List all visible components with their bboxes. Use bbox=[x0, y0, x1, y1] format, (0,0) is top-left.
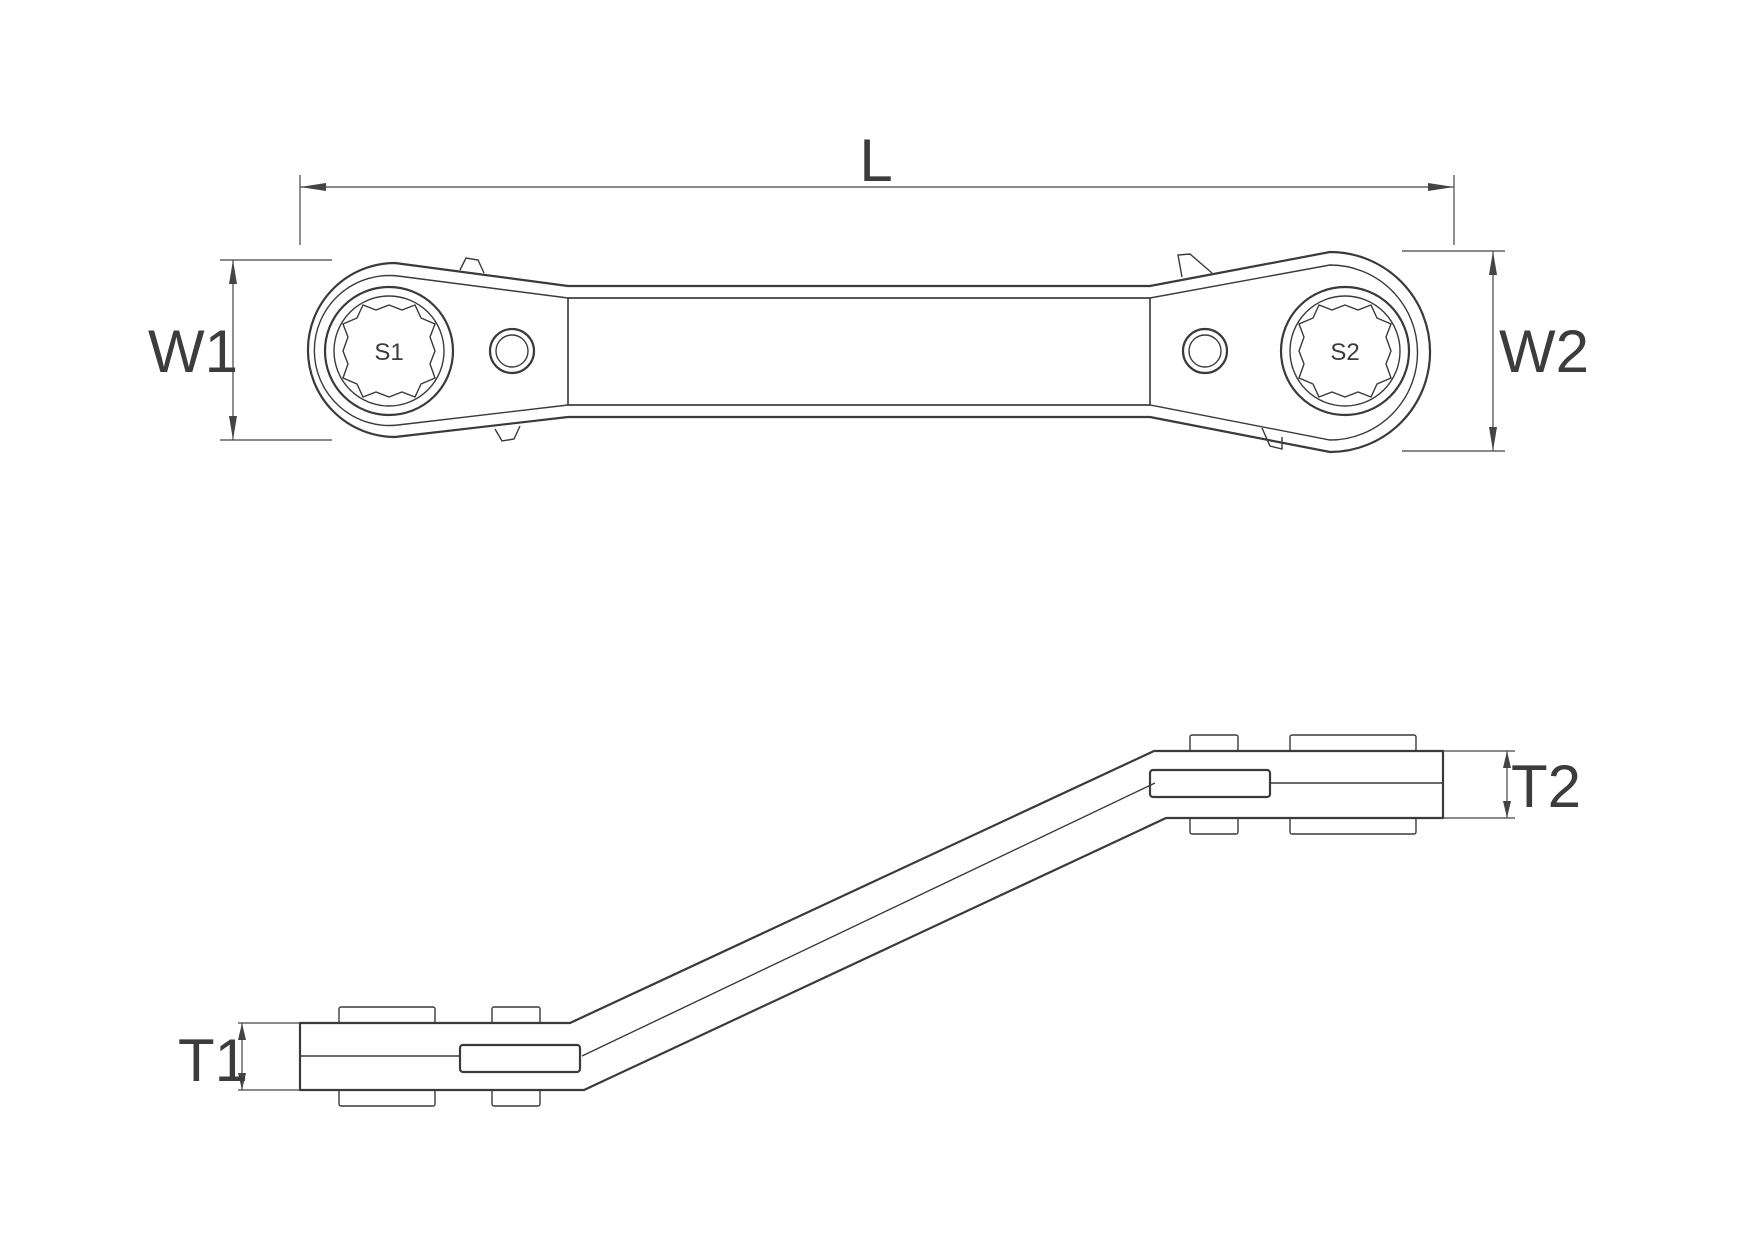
left-head-cap-bottom bbox=[338, 1089, 436, 1107]
handle-panel bbox=[567, 297, 1151, 406]
left-lever-bottom bbox=[494, 425, 521, 442]
width-2-label: W2 bbox=[1499, 318, 1589, 385]
right-ring-inner bbox=[1289, 295, 1401, 407]
socket-size-label-2: S2 bbox=[1330, 339, 1359, 366]
left-pawl-pin bbox=[488, 327, 536, 375]
right-lever-bottom bbox=[1261, 427, 1283, 450]
side-body-outline bbox=[298, 749, 1445, 1092]
right-pawl-cap-bottom bbox=[1189, 817, 1239, 835]
left-ring-outer bbox=[323, 285, 455, 417]
width-1-label: W1 bbox=[148, 318, 238, 385]
wrench-top-view: S1 S2 bbox=[306, 250, 1432, 454]
length-label: L bbox=[859, 127, 892, 194]
socket-size-label-1: S1 bbox=[374, 339, 403, 366]
right-ring-outer bbox=[1279, 285, 1411, 417]
wrench-side-view bbox=[298, 734, 1445, 1107]
side-center-line bbox=[300, 782, 1443, 1057]
width-1-dimension: W1 bbox=[148, 259, 332, 441]
left-pawl-cap-bottom bbox=[491, 1089, 541, 1107]
left-lever-slot bbox=[458, 1043, 582, 1074]
left-socket-12point bbox=[342, 304, 436, 398]
left-lever-top bbox=[459, 257, 485, 274]
thickness-1-label: T1 bbox=[178, 1027, 248, 1094]
right-head-cap-top bbox=[1289, 734, 1417, 752]
right-socket-12point bbox=[1298, 304, 1392, 398]
wrench-outline-outer bbox=[306, 250, 1432, 454]
right-lever-top bbox=[1177, 253, 1213, 278]
left-pawl-cap-top bbox=[491, 1006, 541, 1024]
width-2-dimension: W2 bbox=[1402, 250, 1589, 452]
length-dimension: L bbox=[299, 127, 1455, 245]
right-head-cap-bottom bbox=[1289, 817, 1417, 835]
right-pawl-cap-top bbox=[1189, 734, 1239, 752]
right-lever-slot bbox=[1148, 768, 1272, 799]
thickness-2-dimension: T2 bbox=[1443, 750, 1581, 820]
left-ring-inner bbox=[333, 295, 445, 407]
wrench-outline-inner bbox=[313, 264, 1419, 441]
left-head-cap-top bbox=[338, 1006, 436, 1024]
right-pawl-pin bbox=[1181, 327, 1229, 375]
thickness-2-label: T2 bbox=[1511, 753, 1581, 820]
thickness-1-dimension: T1 bbox=[178, 1022, 300, 1094]
